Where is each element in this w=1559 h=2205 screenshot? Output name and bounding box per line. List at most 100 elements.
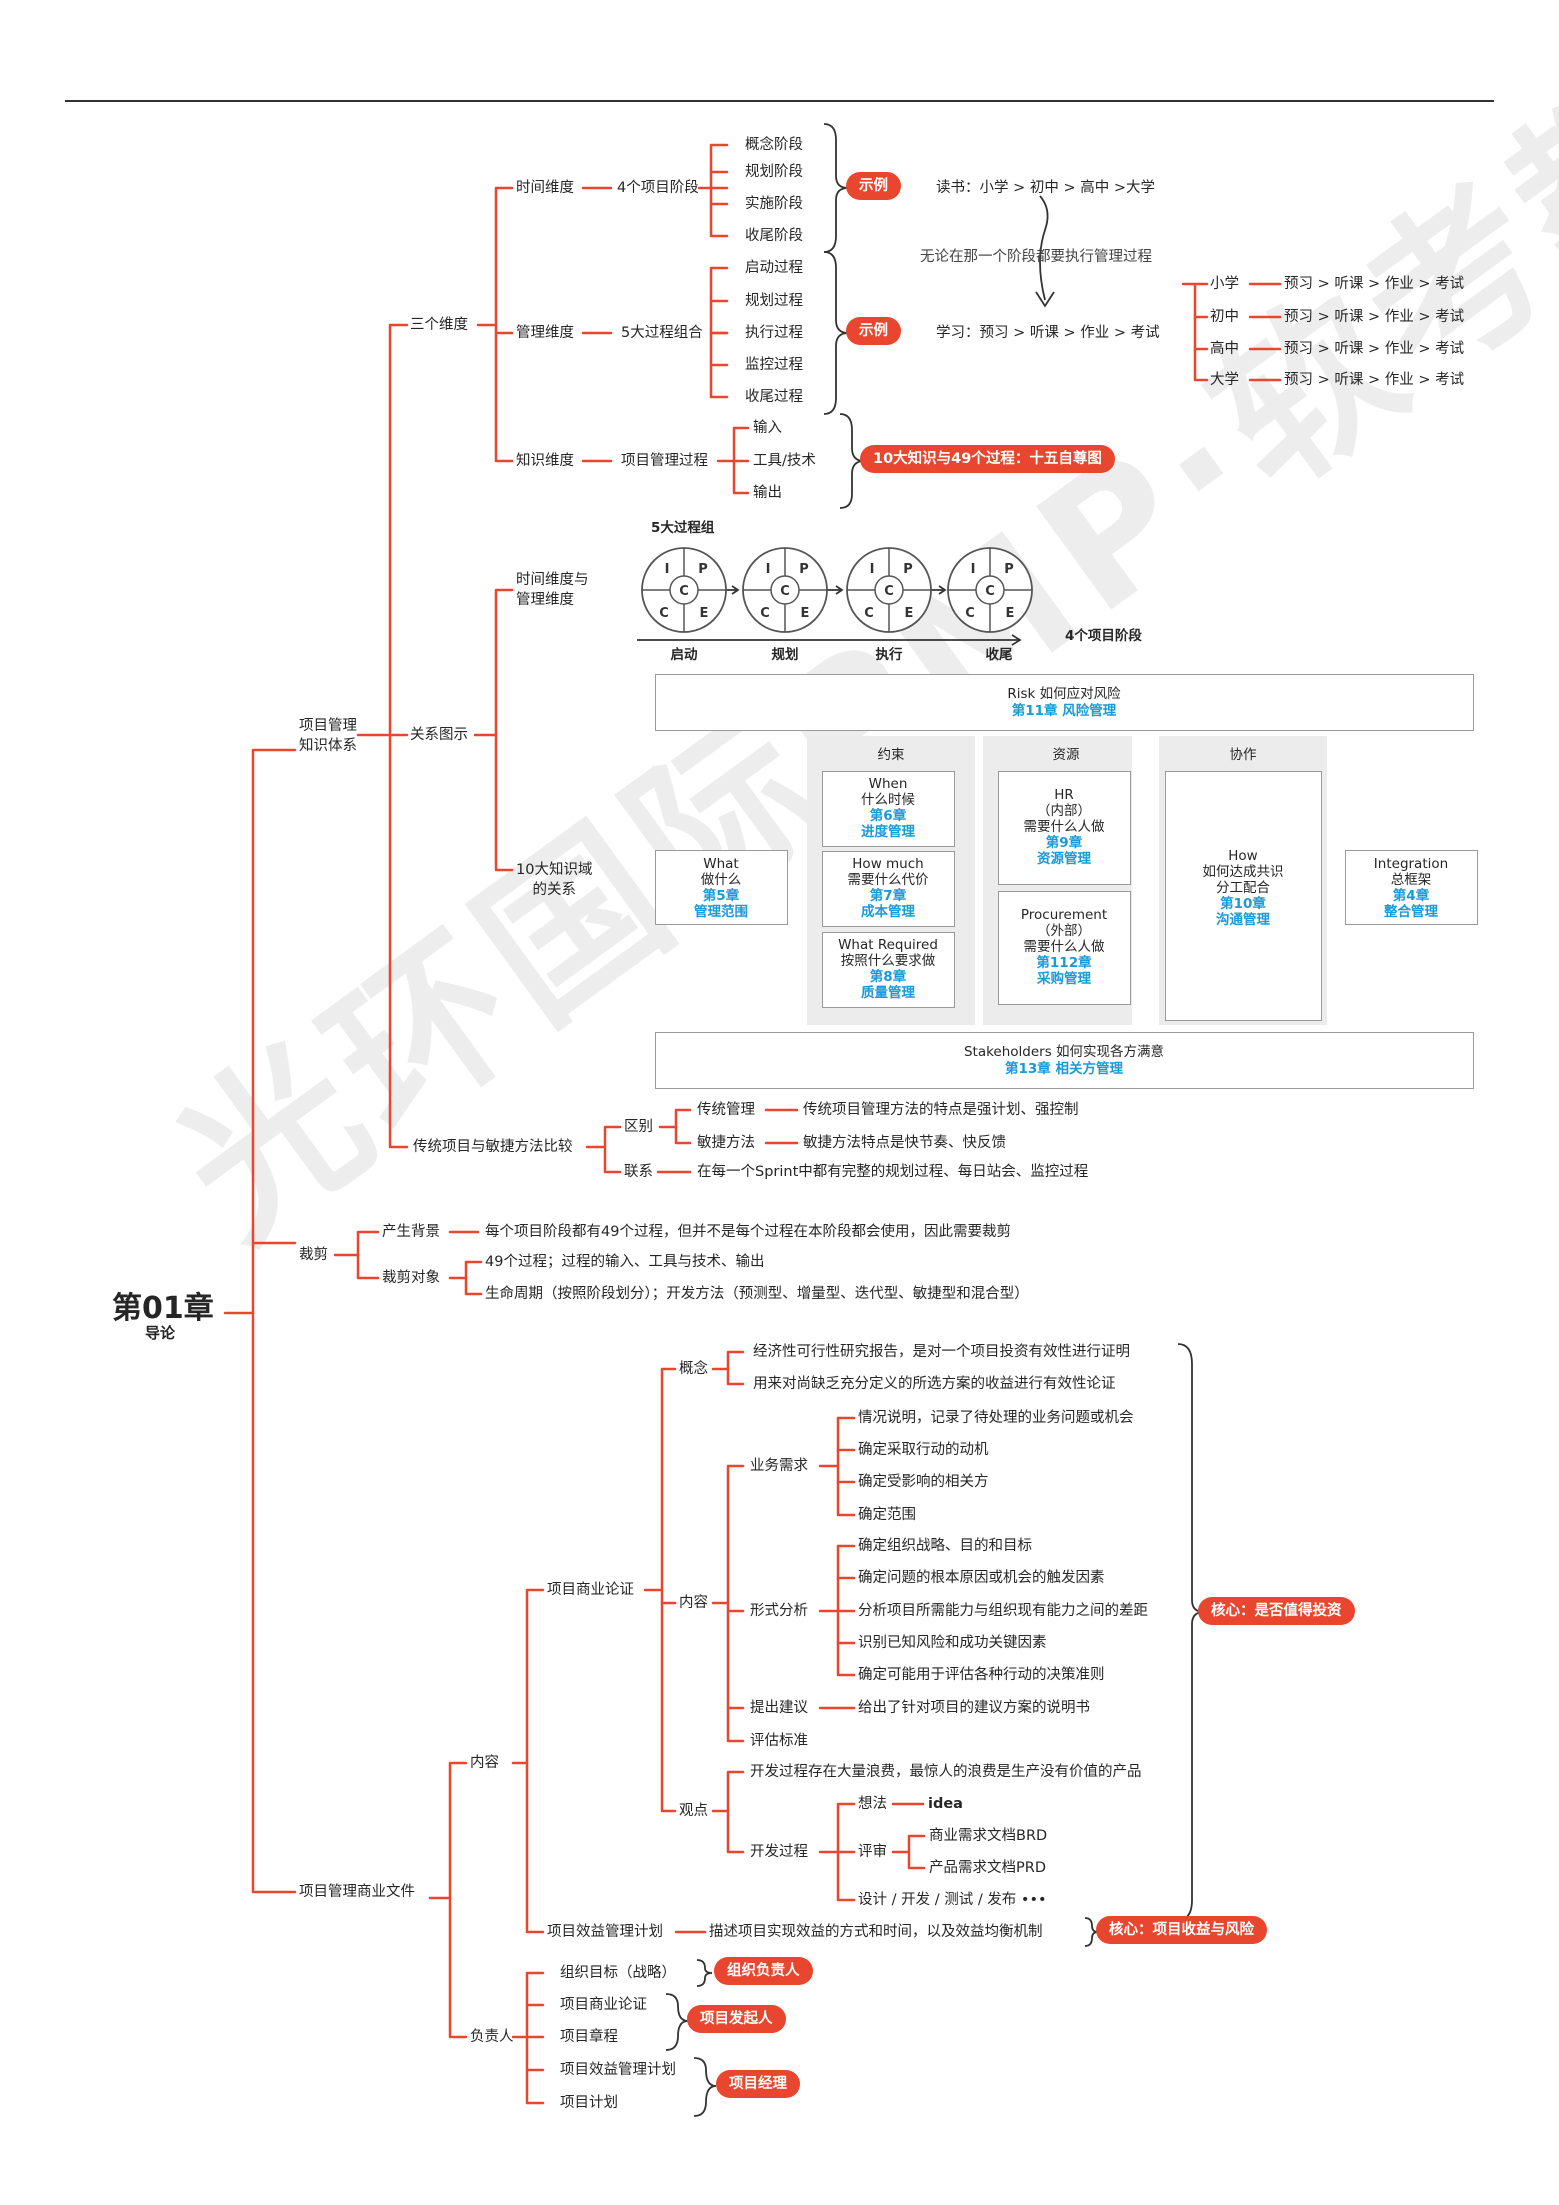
phase-axis-arrow bbox=[1011, 634, 1022, 646]
obj-label: 裁剪对象 bbox=[382, 1270, 440, 1286]
what-t2: 做什么 bbox=[700, 872, 742, 888]
integ-t3: 第4章 bbox=[1392, 888, 1430, 904]
time-item: 收尾阶段 bbox=[745, 228, 803, 244]
owner-item: 项目章程 bbox=[560, 2029, 618, 2045]
biz-label: 业务需求 bbox=[750, 1458, 808, 1474]
example-pill: 示例 bbox=[846, 172, 901, 200]
case-spine bbox=[643, 1367, 677, 1813]
stake-text: Stakeholders 如何实现各方满意 bbox=[963, 1044, 1165, 1060]
know-item: 输入 bbox=[753, 420, 782, 436]
cycle-letter: P bbox=[1004, 562, 1014, 577]
example-pill: 示例 bbox=[846, 317, 901, 345]
cycle-letter: C bbox=[679, 584, 689, 599]
phase-label: 规划 bbox=[771, 647, 799, 663]
cycle-inner bbox=[975, 575, 1005, 605]
proc-t5: 采购管理 bbox=[1037, 971, 1091, 987]
dims-label: 三个维度 bbox=[410, 317, 468, 333]
time-dim: 时间维度 bbox=[516, 180, 574, 196]
suggest-text: 给出了针对项目的建议方案的说明书 bbox=[858, 1700, 1090, 1716]
compare-spine bbox=[585, 1125, 622, 1174]
biz-item: 确定采取行动的动机 bbox=[858, 1442, 989, 1458]
cycle-arrowheads bbox=[731, 585, 947, 595]
stage-name: 初中 bbox=[1210, 309, 1239, 325]
brace-o23 bbox=[665, 1993, 689, 2051]
brace-time bbox=[823, 123, 849, 253]
suggest-label: 提出建议 bbox=[750, 1700, 808, 1716]
panel-title: 约束 bbox=[877, 747, 905, 763]
n2-spine bbox=[333, 1230, 380, 1280]
know-items-spine bbox=[732, 426, 750, 495]
what-t4: 管理范围 bbox=[694, 904, 748, 920]
howmuch-box bbox=[822, 851, 955, 927]
time-item: 规划阶段 bbox=[745, 164, 803, 180]
whatreq-t1: What Required bbox=[838, 937, 938, 953]
know-dim: 知识维度 bbox=[516, 453, 574, 469]
form-item: 确定问题的根本原因或机会的触发因素 bbox=[858, 1570, 1105, 1586]
cycle-letter: E bbox=[905, 606, 914, 621]
brace-o1 bbox=[696, 1959, 713, 1987]
mgmt-items-spine bbox=[709, 266, 729, 399]
note-curve bbox=[1039, 195, 1049, 301]
phase-caption: 4个项目阶段 bbox=[1065, 628, 1142, 644]
form-item: 识别已知风险和成功关键因素 bbox=[858, 1635, 1047, 1651]
integration-box bbox=[1345, 850, 1478, 925]
procurement-box bbox=[998, 891, 1131, 1005]
form-item: 确定组织战略、目的和目标 bbox=[858, 1538, 1032, 1554]
whatreq-t4: 质量管理 bbox=[861, 985, 915, 1001]
concept-item: 用来对尚缺乏充分定义的所选方案的收益进行有效性论证 bbox=[753, 1376, 1116, 1392]
howmuch-t4: 成本管理 bbox=[861, 904, 915, 920]
stage-name: 小学 bbox=[1210, 276, 1239, 292]
dev-label: 开发过程 bbox=[750, 1844, 808, 1860]
mgmt-item: 执行过程 bbox=[745, 325, 803, 341]
owner-pill-1: 组织负责人 bbox=[714, 1957, 813, 1985]
diff-spine bbox=[658, 1108, 692, 1145]
owner-item: 组织目标（战略） bbox=[560, 1965, 676, 1981]
proc-t2: （外部） bbox=[1037, 923, 1091, 939]
link-label: 联系 bbox=[624, 1164, 653, 1180]
what-t1: What bbox=[703, 856, 739, 872]
owner-item: 项目效益管理计划 bbox=[560, 2062, 676, 2078]
stakeholder-box bbox=[655, 1032, 1474, 1089]
cycle-letter: I bbox=[766, 562, 771, 577]
hr-box bbox=[998, 771, 1131, 885]
cycle-letter: I bbox=[971, 562, 976, 577]
benefit-label: 项目效益管理计划 bbox=[547, 1924, 663, 1940]
how-t4: 第10章 bbox=[1220, 896, 1266, 912]
what-t3: 第5章 bbox=[702, 888, 740, 904]
cycle-letter: E bbox=[700, 606, 709, 621]
case-label: 项目商业论证 bbox=[547, 1582, 634, 1598]
how-t1: How bbox=[1228, 848, 1258, 864]
risk-box bbox=[655, 674, 1474, 731]
what-box bbox=[655, 850, 788, 925]
cycle-letter: I bbox=[665, 562, 670, 577]
note-arrow bbox=[1035, 291, 1055, 308]
dims-spine bbox=[476, 186, 514, 463]
biz-item: 情况说明，记录了待处理的业务问题或机会 bbox=[858, 1410, 1134, 1426]
view-spine bbox=[711, 1770, 745, 1854]
cycle-letter: C bbox=[864, 606, 874, 621]
n2-label: 裁剪 bbox=[299, 1247, 328, 1263]
time-items-spine bbox=[709, 143, 729, 238]
panel-title: 资源 bbox=[1052, 747, 1080, 763]
review-item: 商业需求文档BRD bbox=[929, 1828, 1048, 1844]
integ-t4: 整合管理 bbox=[1384, 904, 1438, 920]
relation-spine bbox=[473, 588, 514, 872]
how-t2: 如何达成共识 bbox=[1202, 864, 1284, 880]
owner-item: 项目商业论证 bbox=[560, 1997, 647, 2013]
when-t2: 什么时候 bbox=[861, 792, 915, 808]
stage-name: 大学 bbox=[1210, 372, 1239, 388]
mgmt-item: 监控过程 bbox=[745, 357, 803, 373]
bg-text: 每个项目阶段都有49个过程，但并不是每个过程在本阶段都会使用，因此需要裁剪 bbox=[485, 1224, 1011, 1240]
integ-t2: 总框架 bbox=[1390, 872, 1432, 888]
time-group: 4个项目阶段 bbox=[617, 180, 699, 196]
brace-case bbox=[1177, 1343, 1205, 1921]
stages-connectors bbox=[1248, 282, 1282, 382]
mgmt-item: 规划过程 bbox=[745, 293, 803, 309]
n1-label: 项目管理 知识体系 bbox=[299, 718, 357, 754]
form-item: 分析项目所需能力与组织现有能力之间的差距 bbox=[858, 1603, 1148, 1619]
tm-label: 时间维度与 管理维度 bbox=[516, 572, 589, 608]
cycle-inner bbox=[669, 575, 699, 605]
concept-item: 经济性可行性研究报告，是对一个项目投资有效性进行证明 bbox=[753, 1344, 1130, 1360]
